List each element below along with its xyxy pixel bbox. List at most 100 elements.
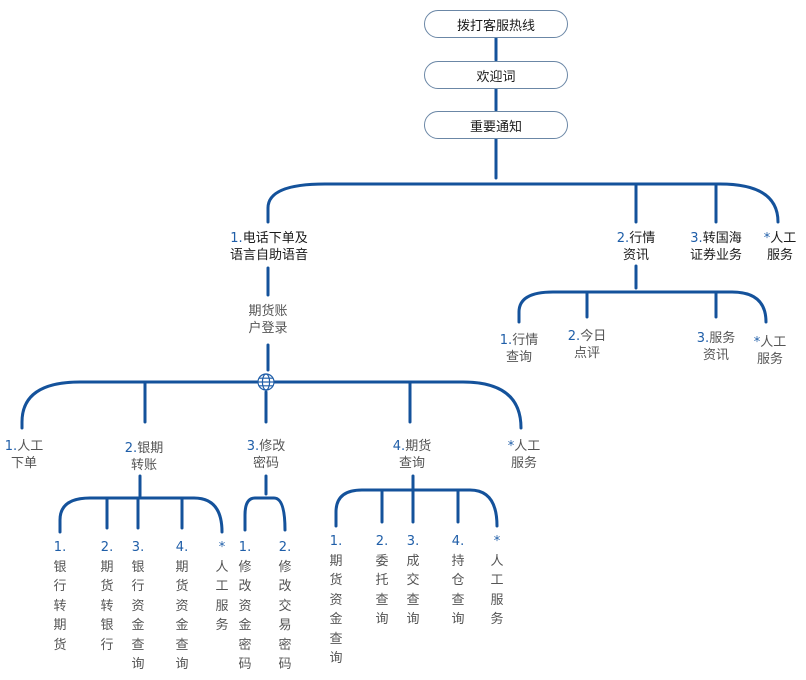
node-futures-query-line1: 期货: [405, 439, 432, 454]
query-leaf-4-char: 持: [451, 553, 465, 569]
node-manual-service-login-line1: 人工: [514, 439, 541, 454]
password-leaf-2-num: 2.: [278, 540, 292, 555]
node-phone-order-line2: 语言自助语音: [229, 248, 308, 263]
transfer-leaf-5-char: 工: [215, 579, 229, 594]
box-welcome: 欢迎词: [424, 61, 568, 89]
query-leaf-3-char: 询: [406, 612, 420, 627]
node-manual-order-num: 1.: [4, 439, 18, 454]
query-leaf-5: *人工服务: [489, 532, 505, 630]
node-daily-comment-num: 2.: [567, 329, 581, 344]
query-leaf-5-char: 服: [490, 592, 504, 608]
box-call-hotline-label: 拨打客服热线: [456, 18, 535, 34]
node-manual-service-market-line2: 服务: [756, 352, 783, 367]
transfer-leaf-5-char: 人: [215, 559, 229, 575]
node-manual-service-top-line2: 服务: [766, 248, 793, 263]
query-leaf-1-char: 期: [329, 553, 343, 569]
transfer-leaf-4-char: 资: [175, 598, 189, 614]
node-manual-service-market: *人工 服务: [748, 334, 792, 368]
node-futures-query-line2: 查询: [398, 456, 425, 471]
node-service-info-line2: 资讯: [702, 348, 729, 363]
node-manual-service-market-line1: 人工: [760, 335, 787, 350]
node-market-info: 2.行情 资讯: [601, 230, 671, 264]
query-leaf-5-char: 人: [490, 553, 504, 569]
transfer-leaf-4-char: 期: [175, 559, 189, 575]
bracket-level2: [20, 380, 523, 430]
node-market-query: 1.行情 查询: [494, 332, 544, 366]
transfer-leaf-2-char: 期: [100, 559, 114, 575]
node-phone-order: 1.电话下单及 语言自助语音: [204, 230, 334, 264]
node-securities-line1: 转国海: [702, 231, 742, 246]
password-leaf-1-char: 改: [238, 579, 252, 594]
transfer-leaf-2-char: 行: [100, 637, 114, 653]
transfer-leaf-3-char: 银: [131, 559, 145, 575]
node-manual-service-login: *人工 服务: [500, 438, 548, 472]
password-leaf-1-char: 资: [238, 598, 252, 614]
query-leaf-3-char: 交: [406, 573, 420, 588]
bracket-level1: [266, 182, 780, 224]
node-manual-service-login-line2: 服务: [510, 456, 537, 471]
transfer-leaf-3-char: 行: [131, 579, 145, 594]
query-leaf-1-char: 资: [329, 592, 343, 608]
bracket-password-sub: [243, 496, 287, 532]
password-leaf-2-char: 密: [278, 637, 292, 653]
transfer-leaf-2-char: 转: [100, 598, 114, 614]
transfer-leaf-1-char: 货: [53, 637, 67, 653]
bracket-query-sub: [334, 488, 499, 528]
transfer-leaf-1: 1.银行转期货: [52, 538, 68, 655]
node-manual-service-top-line1: 人工: [770, 231, 797, 246]
query-leaf-4-char: 询: [451, 612, 465, 627]
transfer-leaf-1-char: 期: [53, 618, 67, 633]
query-leaf-4-num: 4.: [451, 534, 465, 549]
transfer-leaf-3-char: 金: [131, 618, 145, 633]
node-daily-comment: 2.今日 点评: [562, 328, 612, 362]
bracket-transfer-sub: [58, 496, 224, 534]
query-leaf-2-num: 2.: [375, 534, 389, 549]
node-bank-transfer: 2.银期 转账: [112, 440, 176, 474]
query-leaf-3-num: 3.: [406, 534, 420, 549]
transfer-leaf-2-num: 2.: [100, 540, 114, 555]
query-leaf-1-char: 货: [329, 573, 343, 588]
password-leaf-2: 2.修改交易密码: [277, 538, 293, 675]
query-leaf-4: 4.持仓查询: [450, 532, 466, 630]
query-leaf-1: 1.期货资金查询: [328, 532, 344, 669]
transfer-leaf-3: 3.银行资金查询: [130, 538, 146, 675]
node-futures-query-num: 4.: [392, 439, 406, 454]
box-welcome-label: 欢迎词: [476, 69, 516, 85]
node-market-info-line2: 资讯: [622, 248, 649, 263]
transfer-leaf-5: * 人工服务: [214, 538, 230, 636]
query-leaf-2: 2.委托查询: [374, 532, 390, 630]
query-leaf-3: 3.成交查询: [405, 532, 421, 630]
node-service-info-num: 3.: [696, 331, 710, 346]
password-leaf-1-char: 金: [238, 618, 252, 633]
node-manual-order: 1.人工 下单: [0, 438, 48, 472]
node-service-info: 3.服务 资讯: [686, 330, 746, 364]
transfer-leaf-5-num: *: [218, 540, 226, 555]
node-bank-transfer-line1: 银期: [137, 441, 164, 456]
node-manual-service-login-num: *: [507, 439, 515, 454]
node-securities-line2: 证券业务: [689, 248, 742, 263]
password-leaf-2-char: 修: [278, 559, 292, 575]
node-daily-comment-line1: 今日: [580, 329, 607, 344]
password-leaf-2-char: 易: [278, 618, 292, 633]
query-leaf-4-char: 仓: [451, 573, 465, 588]
transfer-leaf-5-char: 务: [215, 618, 229, 633]
box-notice: 重要通知: [424, 111, 568, 139]
query-leaf-2-char: 托: [375, 573, 389, 588]
transfer-leaf-5-char: 服: [215, 598, 229, 614]
box-notice-label: 重要通知: [469, 119, 522, 135]
transfer-leaf-2-char: 银: [100, 618, 114, 633]
password-leaf-1-num: 1.: [238, 540, 252, 555]
node-bank-transfer-line2: 转账: [130, 458, 157, 473]
password-leaf-1: 1.修改资金密码: [237, 538, 253, 675]
node-market-query-num: 1.: [499, 333, 513, 348]
node-manual-service-market-num: *: [753, 335, 761, 350]
transfer-leaf-1-num: 1.: [53, 540, 67, 555]
password-leaf-1-char: 码: [238, 657, 252, 672]
node-change-password: 3.修改 密码: [234, 438, 298, 472]
transfer-leaf-2-char: 货: [100, 579, 114, 594]
transfer-leaf-3-char: 查: [131, 637, 145, 653]
query-leaf-5-char: 务: [490, 612, 504, 627]
node-bank-transfer-num: 2.: [124, 441, 138, 456]
transfer-leaf-3-char: 询: [131, 657, 145, 672]
node-market-query-line2: 查询: [505, 350, 532, 365]
